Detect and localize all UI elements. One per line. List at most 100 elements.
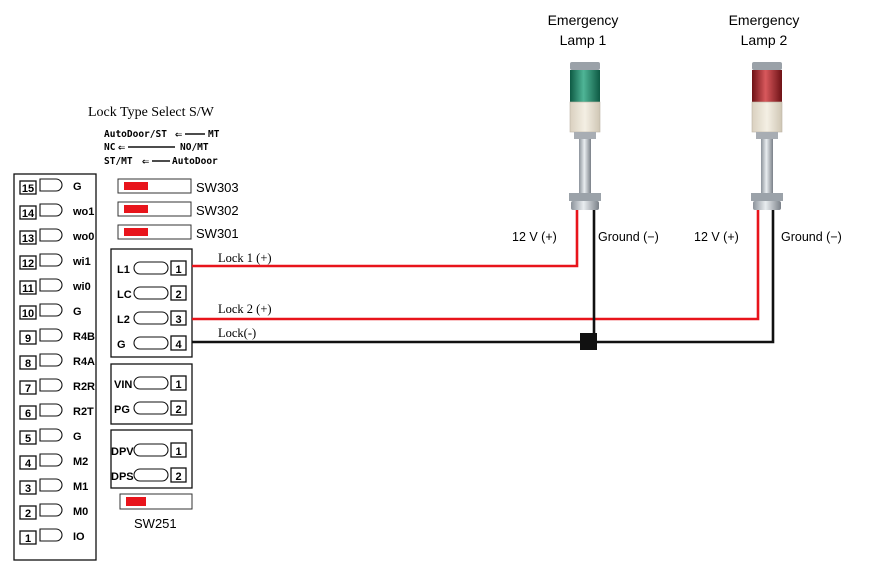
terminal-number-box — [19, 405, 37, 420]
terminal-number-box — [170, 375, 187, 391]
terminal-screw-socket[interactable] — [133, 311, 169, 325]
terminal-label: wi1 — [72, 256, 91, 268]
terminal-screw-socket[interactable] — [39, 228, 63, 242]
terminal-screw-socket[interactable] — [39, 328, 63, 342]
terminal-number-box — [170, 285, 187, 301]
terminal-label: R4A — [73, 356, 95, 368]
terminal-screw-socket[interactable] — [39, 428, 63, 442]
terminal-screw-socket[interactable] — [39, 378, 63, 392]
lock-select-legend: AutoDoor/ST ⇐ MT NC ⇐ NO/MT ST/MT ⇐ Auto… — [104, 127, 220, 168]
terminal-label: R4B — [73, 331, 95, 343]
legend-row-1-left: AutoDoor/ST — [104, 129, 167, 140]
terminal-row: L2 3 — [117, 310, 187, 326]
terminal-screw-socket[interactable] — [133, 468, 169, 482]
legend-row-1-right: MT — [208, 129, 220, 140]
legend-row-3-right: AutoDoor — [172, 156, 218, 167]
terminal-number-box — [170, 442, 187, 458]
lamp2-icon — [751, 62, 783, 210]
terminal-number: 12 — [22, 258, 34, 270]
terminal-number-box — [19, 455, 37, 470]
terminal-number: 4 — [25, 458, 32, 470]
terminal-screw-socket[interactable] — [39, 253, 63, 267]
terminal-number: 1 — [25, 533, 31, 545]
lock-select-title: Lock Type Select S/W — [88, 105, 215, 120]
terminal-screw-socket[interactable] — [39, 178, 63, 192]
switch-sw303[interactable]: SW303 — [117, 178, 239, 195]
terminal-number: 9 — [25, 333, 31, 345]
terminal-number: 3 — [175, 314, 181, 326]
terminal-number: 7 — [25, 383, 31, 395]
terminal-screw-socket[interactable] — [133, 286, 169, 300]
terminal-screw-socket[interactable] — [133, 261, 169, 275]
terminal-number: 2 — [25, 508, 31, 520]
terminal-screw-socket[interactable] — [133, 401, 169, 415]
terminal-screw-socket[interactable] — [39, 478, 63, 492]
terminal-number-box — [170, 335, 187, 351]
terminal-number-box — [19, 380, 37, 395]
terminal-number-box — [170, 310, 187, 326]
terminal-row: 1 IO — [19, 528, 85, 545]
switch-sw301[interactable]: SW301 — [117, 224, 239, 241]
terminal-label: IO — [73, 531, 85, 543]
lamp1-light — [570, 70, 600, 102]
terminal-number: 2 — [175, 404, 181, 416]
switch-sw301-label: SW301 — [196, 226, 239, 241]
terminal-screw-socket[interactable] — [39, 453, 63, 467]
terminal-label: wi0 — [72, 281, 91, 293]
switch-sw251[interactable]: SW251 — [119, 493, 193, 531]
switch-sw302[interactable]: SW302 — [117, 201, 239, 218]
terminal-screw-socket[interactable] — [39, 353, 63, 367]
lamp1-plus-label: 12 V (+) — [512, 230, 557, 244]
terminal-label: L1 — [117, 264, 130, 276]
terminal-screw-socket[interactable] — [133, 443, 169, 457]
terminal-number: 8 — [25, 358, 31, 370]
terminal-number: 10 — [22, 308, 34, 320]
terminal-number: 11 — [22, 283, 34, 295]
terminal-row: 12 wi1 — [19, 253, 91, 270]
terminal-screw-socket[interactable] — [39, 203, 63, 217]
terminal-number-box — [19, 255, 37, 270]
terminal-number: 2 — [175, 471, 181, 483]
terminal-row: L1 1 — [117, 260, 187, 276]
terminal-number: 13 — [22, 233, 34, 245]
terminal-screw-socket[interactable] — [133, 376, 169, 390]
terminal-screw-socket[interactable] — [133, 336, 169, 350]
legend-row-2-right: NO/MT — [180, 142, 209, 153]
switch-sw302-label: SW302 — [196, 203, 239, 218]
terminal-screw-socket[interactable] — [39, 528, 63, 542]
terminal-number-box — [19, 505, 37, 520]
terminal-number-box — [19, 305, 37, 320]
switch-sw302-lever — [124, 205, 148, 213]
lamp1-icon — [569, 62, 601, 210]
terminal-number-box — [19, 205, 37, 220]
terminal-number-box — [19, 480, 37, 495]
terminal-number-box — [170, 400, 187, 416]
terminal-number: 14 — [22, 208, 35, 220]
terminal-label: PG — [114, 404, 130, 416]
terminal-row: 9 R4B — [19, 328, 95, 345]
terminal-number: 1 — [175, 264, 181, 276]
terminal-label: VIN — [114, 379, 132, 391]
terminal-screw-socket[interactable] — [39, 278, 63, 292]
terminal-number-box — [19, 330, 37, 345]
terminal-label: LC — [117, 289, 132, 301]
terminal-screw-socket[interactable] — [39, 503, 63, 517]
terminal-number-box — [19, 355, 37, 370]
lamp2-light — [752, 70, 782, 102]
wire-lock2-positive — [192, 210, 760, 321]
terminal-label: L2 — [117, 314, 130, 326]
emergency-lamp-2: Emergency Lamp 2 12 V (+) Ground (−) — [694, 12, 842, 244]
terminal-screw-socket[interactable] — [39, 303, 63, 317]
lamp2-ground-label: Ground (−) — [781, 230, 842, 244]
terminal-label: wo1 — [72, 206, 94, 218]
terminal-number-box — [19, 230, 37, 245]
lamp2-title-line2: Lamp 2 — [741, 32, 788, 48]
terminal-screw-socket[interactable] — [39, 403, 63, 417]
